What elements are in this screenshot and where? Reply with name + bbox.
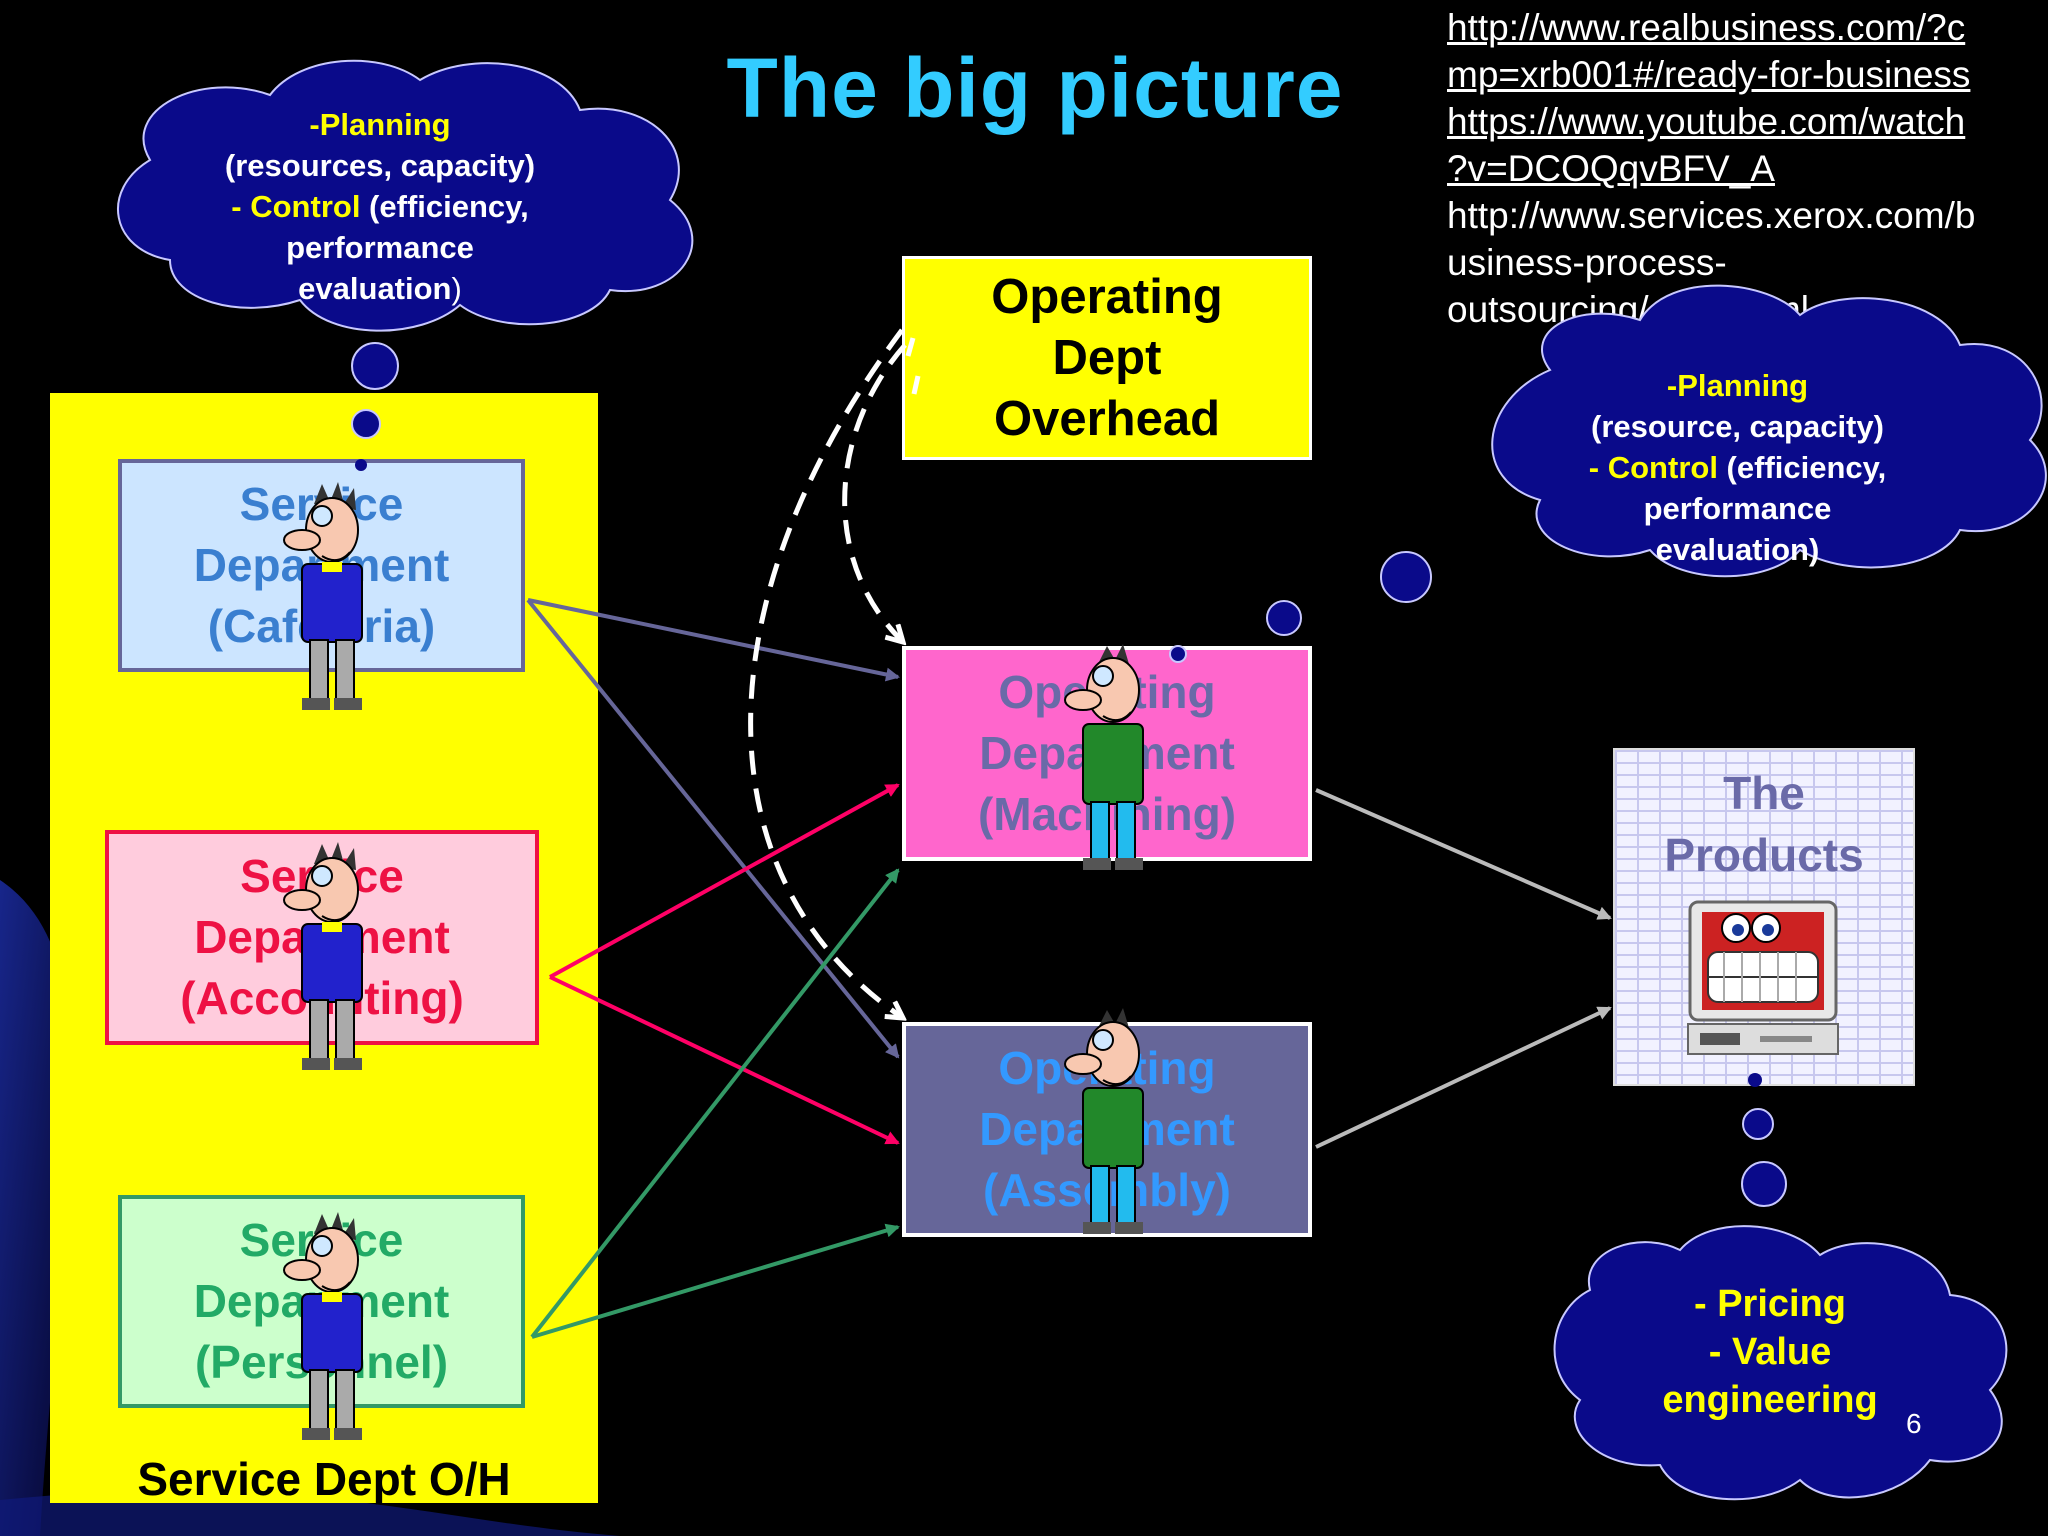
cloud-left-text: -Planning (resources, capacity) - Contro… [170,104,590,309]
cloud-left-resources: (resources, capacity) [224,148,536,183]
person-figure-personnel [283,1211,363,1441]
dashed-arrow-overhead-assembly [748,328,903,1018]
overhead-line1: Operating [991,269,1223,324]
cloud-right-text: -Planning (resource, capacity) - Control… [1555,365,1920,570]
reference-links: http://www.realbusiness.com/?c mp=xrb001… [1447,4,2047,333]
cloud-bottom-engineering: engineering [1662,1379,1878,1421]
products-label: The Products [1613,762,1915,886]
dashed-arrow-overhead-machining [842,343,907,642]
link-realbusiness-line2[interactable]: mp=xrb001#/ready-for-business [1447,54,1971,95]
cloud-left [116,59,694,332]
person-figure-cafeteria [283,481,363,711]
bubble-bottom-2 [1742,1108,1774,1140]
bubble-bottom-3 [1741,1161,1787,1207]
link-realbusiness-line1[interactable]: http://www.realbusiness.com/?c [1447,7,1966,48]
arrow-accounting-assembly [549,975,900,1145]
cloud-bottom-value: - Value [1708,1331,1832,1373]
person-figure-machining [1064,643,1144,871]
cloud-left-performance: performance [286,230,474,265]
person-figure-assembly [1064,1007,1144,1235]
cloud-left-control-label: - Control [231,189,361,224]
cloud-left-evaluation: evaluation) [170,268,590,309]
bubble-right-1 [1380,551,1432,603]
bubble-bottom-1 [1748,1073,1762,1087]
overhead-line2: Dept [1052,330,1162,385]
cloud-right [1491,284,2047,578]
cloud-right-performance: performance [1643,491,1832,526]
person-figure-accounting [283,841,363,1071]
bubble-left-2 [351,409,381,439]
bubble-left-3 [355,459,367,471]
cloud-bottom-text: - Pricing - Value engineering [1600,1280,1940,1424]
arrow-personnel-assembly [531,1223,900,1339]
arrow-personnel-machining [530,868,900,1339]
bubble-left-1 [351,342,399,390]
cloud-right-control-label: - Control [1588,450,1718,485]
arrow-accounting-machining [549,783,900,979]
operating-dept-overhead-box: Operating Dept Overhead [902,256,1312,460]
cloud-bottom [1553,1225,2008,1501]
xerox-url-line1: http://www.services.xerox.com/b [1447,195,1976,236]
page-number: 6 [1906,1408,1922,1439]
bubble-right-2 [1266,600,1302,636]
products-line1: The [1723,767,1805,819]
link-youtube[interactable]: https://www.youtube.com/watch ?v=DCOQqvB… [1447,98,2047,192]
xerox-url-line2: usiness-process- [1447,242,1727,283]
dashed-mark-1 [905,337,916,357]
overhead-line3: Overhead [993,391,1221,446]
cloud-bottom-pricing: - Pricing [1693,1283,1847,1325]
cloud-left-planning: -Planning [309,107,451,142]
arrow-cafeteria-machining [527,598,900,682]
products-line2: Products [1664,829,1864,881]
cloud-right-resources: (resource, capacity) [1591,409,1884,444]
arrow-cafeteria-assembly [526,598,900,1059]
bubble-right-3 [1169,645,1187,663]
service-dept-oh-label: Service Dept O/H [137,1453,511,1505]
cloud-left-control: - Control (efficiency, [170,186,590,227]
cloud-right-efficiency: (efficiency, [1717,450,1887,485]
link-realbusiness[interactable]: http://www.realbusiness.com/?c mp=xrb001… [1447,4,2047,98]
link-youtube-line2[interactable]: ?v=DCOQqvBFV_A [1447,148,1775,189]
cloud-right-evaluation: evaluation) [1655,532,1820,567]
dashed-mark-2 [911,375,921,395]
cloud-right-planning: -Planning [1666,368,1809,403]
cloud-left-paren: ) [451,271,462,306]
cloud-right-control: - Control (efficiency, [1555,447,1920,488]
arrow-machining-products [1315,788,1612,920]
cloud-left-efficiency: (efficiency, [360,189,529,224]
computer-mascot-icon [1687,900,1839,1055]
link-youtube-line1[interactable]: https://www.youtube.com/watch [1447,101,1966,142]
cloud-left-evaluation-word: evaluation [298,271,452,306]
slide-title: The big picture [726,41,1344,135]
arrow-assembly-products [1315,1006,1612,1149]
